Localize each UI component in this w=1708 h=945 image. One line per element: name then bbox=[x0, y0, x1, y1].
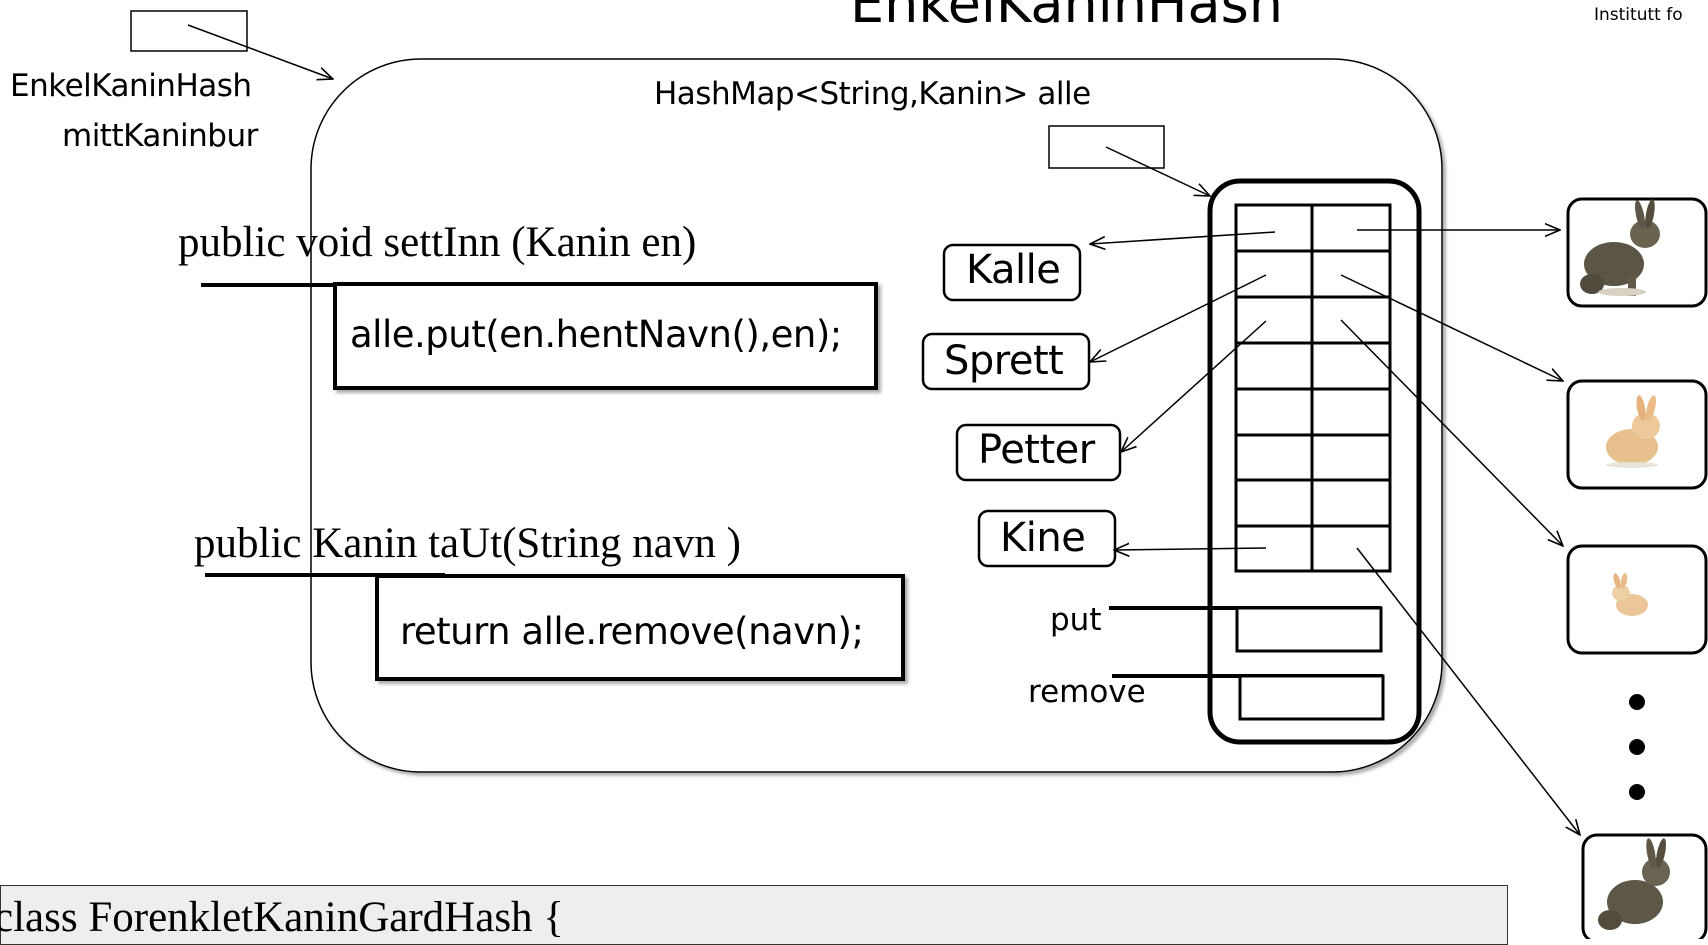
operation-label-put: put bbox=[1050, 602, 1102, 638]
ellipsis-dot bbox=[1629, 739, 1645, 755]
method-body-settinn: alle.put(en.hentNavn(),en); bbox=[350, 313, 842, 356]
arrow-to-petter bbox=[1121, 320, 1267, 452]
reference-box bbox=[130, 10, 248, 52]
key-label-kine: Kine bbox=[1000, 515, 1086, 561]
arrow-to-kine bbox=[1114, 548, 1267, 550]
arrow-to-rabbit-2 bbox=[1340, 274, 1563, 381]
ellipsis-dot bbox=[1629, 784, 1645, 800]
page-title: EnkelKaninHash bbox=[850, 0, 1283, 35]
arrow-to-rabbit-3 bbox=[1340, 319, 1563, 546]
method-body-taut: return alle.remove(navn); bbox=[400, 610, 864, 653]
key-box-kine bbox=[977, 509, 1117, 568]
reference-arrow bbox=[187, 24, 333, 79]
rabbit-image-tan bbox=[1606, 395, 1660, 468]
hashmap-label: HashMap<String,Kanin> alle bbox=[654, 76, 1091, 112]
reference-name-label: mittKaninbur bbox=[62, 118, 258, 154]
hashmap-table bbox=[1234, 203, 1392, 573]
hashmap-reference-arrow bbox=[1105, 146, 1210, 196]
method-signature-settinn: public void settInn (Kanin en) bbox=[178, 219, 697, 266]
key-label-petter: Petter bbox=[978, 427, 1095, 473]
class-declaration-bar bbox=[0, 885, 1508, 945]
reference-type-label: EnkelKaninHash bbox=[10, 68, 252, 104]
key-box-kalle bbox=[942, 243, 1082, 302]
key-label-kalle: Kalle bbox=[966, 247, 1061, 293]
ellipsis-dot bbox=[1629, 694, 1645, 710]
arrow-to-kalle bbox=[1090, 231, 1276, 244]
operation-label-remove: remove bbox=[1028, 674, 1146, 710]
hashmap-container bbox=[1207, 178, 1422, 745]
rabbit-image-grey bbox=[1598, 838, 1670, 930]
arrow-to-sprett bbox=[1090, 274, 1267, 362]
rabbit-image-grey bbox=[1580, 199, 1660, 296]
method-body-box-settinn bbox=[333, 282, 878, 390]
operation-box-remove bbox=[1238, 674, 1385, 721]
method-signature-taut: public Kanin taUt(String navn ) bbox=[194, 520, 741, 567]
method-body-box-taut bbox=[375, 574, 905, 681]
key-label-sprett: Sprett bbox=[944, 338, 1064, 384]
operation-box-put bbox=[1235, 606, 1383, 653]
institute-label: Institutt fo bbox=[1594, 5, 1683, 25]
class-declaration: class ForenkletKaninGardHash { bbox=[0, 894, 564, 941]
arrow-to-rabbit-4 bbox=[1356, 547, 1580, 835]
rabbit-image-tan-small bbox=[1612, 573, 1648, 616]
